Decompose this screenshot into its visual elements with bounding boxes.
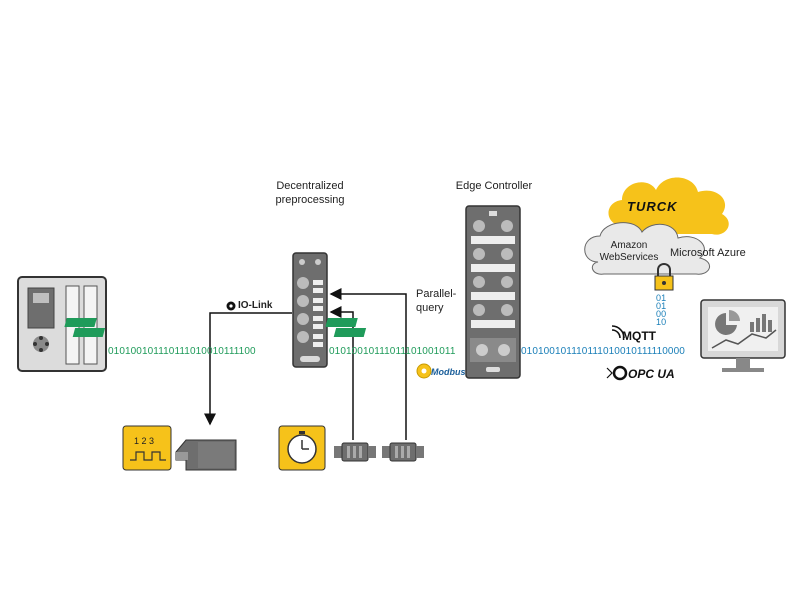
modbus-icon	[416, 363, 432, 379]
parallel-query-line2: query	[416, 302, 444, 314]
profinet-logo-right	[325, 318, 367, 337]
monitor-dashboard-icon	[700, 299, 786, 372]
inline-sensor-icon	[334, 442, 424, 462]
encoder-icon	[122, 425, 237, 471]
cloud-icon	[584, 177, 729, 275]
encoder-digits: 1 2 3	[134, 436, 155, 446]
amazon-web-services-label: Amazon WebServices	[587, 240, 671, 264]
binary-stream-profinet-1: 010100101110111010010111100	[108, 346, 256, 357]
modbus-label: Modbus	[431, 367, 466, 377]
amazon-line2: WebServices	[599, 252, 659, 263]
opcua-icon	[606, 365, 628, 381]
parallel-query-line1: Parallel-	[416, 288, 457, 300]
lock-icon	[654, 263, 674, 291]
amazon-line1: Amazon	[610, 240, 648, 251]
io-link-connections	[204, 288, 407, 440]
profinet-right-top-text: PROFI	[415, 320, 439, 326]
binary-stream-profinet-2: 01010010111011101001011	[329, 346, 456, 357]
io-link-master-icon	[292, 252, 328, 368]
io-link-icon	[226, 301, 236, 311]
profinet-right-bottom-text: NET	[427, 330, 442, 336]
profinet-left-top-text: PROFI	[154, 320, 178, 326]
edge-controller-label: Edge Controller	[455, 180, 533, 192]
parallel-query-label: Parallel- query	[416, 287, 456, 315]
mqtt-icon	[611, 325, 625, 339]
opcua-label: OPC UA	[628, 367, 675, 381]
mqtt-label: MQTT	[622, 329, 656, 343]
edge-controller-icon	[465, 205, 521, 379]
binary-stream-cloud: 010100101110111010010111110000	[521, 346, 685, 357]
profinet-left-bottom-text: NET	[166, 330, 181, 336]
decentralized-label: Decentralized preprocessing	[254, 179, 366, 207]
microsoft-azure-label: Microsoft Azure	[670, 247, 746, 259]
binary-stream-vertical: 01010010	[656, 293, 667, 327]
timer-sensor-icon	[278, 425, 326, 471]
profinet-logo-left	[64, 318, 106, 337]
decentralized-label-line2: preprocessing	[275, 194, 345, 206]
turck-logo-text: TURCK	[627, 199, 678, 214]
io-link-label: IO-Link	[238, 300, 273, 311]
decentralized-label-line1: Decentralized	[276, 180, 344, 192]
plc-controller-icon	[17, 276, 107, 372]
